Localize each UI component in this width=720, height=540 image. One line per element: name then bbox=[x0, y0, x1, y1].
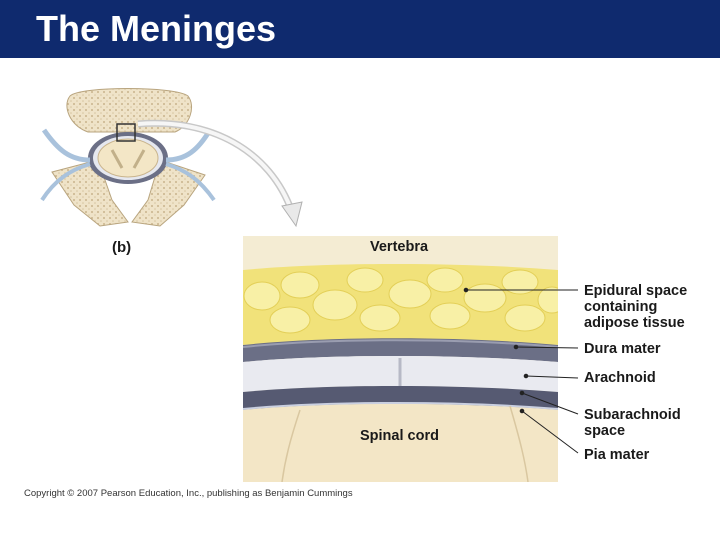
vertebra-label: Vertebra bbox=[370, 239, 429, 255]
epidural-space-label: Epidural space containing adipose tissue bbox=[584, 283, 688, 331]
dura-mater-label: Dura mater bbox=[584, 341, 661, 357]
panel-label: (b) bbox=[112, 239, 132, 256]
pia-mater-label: Pia mater bbox=[584, 447, 650, 463]
slide-title: The Meninges bbox=[36, 8, 277, 49]
copyright-notice: Copyright © 2007 Pearson Education, Inc.… bbox=[24, 488, 353, 499]
subarachnoid-space-label: Subarachnoid space bbox=[584, 407, 681, 439]
spinal-cord-label: Spinal cord bbox=[360, 428, 439, 444]
meninges-detail bbox=[243, 236, 558, 482]
arachnoid-label: Arachnoid bbox=[584, 370, 656, 386]
vertebra-cross-section bbox=[40, 88, 216, 227]
title-bar: The Meninges bbox=[0, 0, 720, 58]
leader-lines bbox=[463, 287, 579, 454]
